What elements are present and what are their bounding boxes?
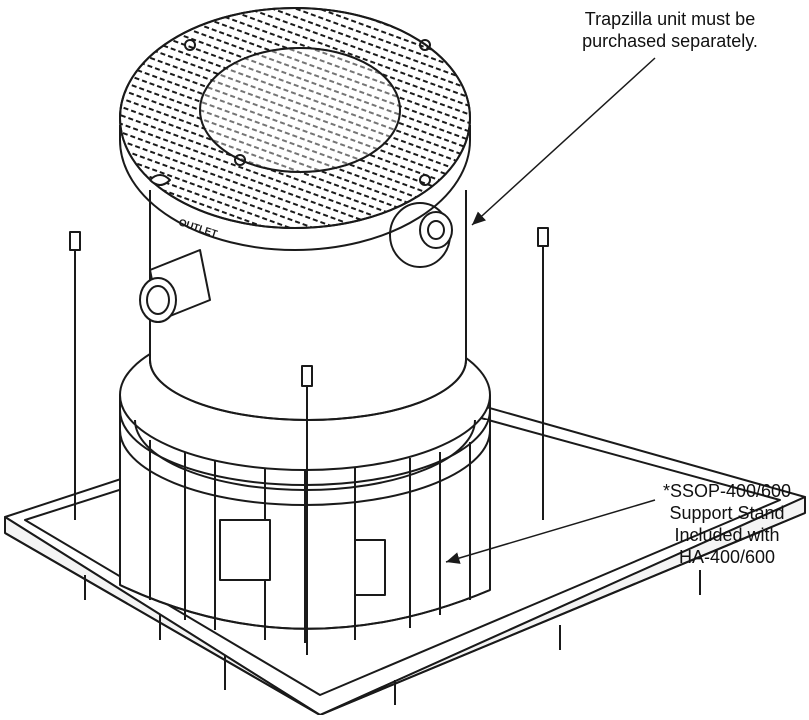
bottom-callout-line-2: Support Stand — [669, 503, 785, 523]
bottom-callout-line-1: *SSOP-400/600 — [662, 481, 792, 501]
top-callout: Trapzilla unit must be purchased separat… — [560, 8, 780, 52]
top-callout-line-2: purchased separately. — [582, 31, 758, 51]
bottom-callout-line-3: Included with — [674, 525, 780, 545]
threaded-rods — [69, 227, 549, 655]
grate-cover — [119, 7, 471, 251]
inlet-port — [389, 202, 453, 268]
bottom-callout-line-4: HA-400/600 — [678, 547, 776, 567]
top-callout-line-1: Trapzilla unit must be — [584, 9, 756, 29]
bottom-callout-leader — [445, 499, 656, 564]
bottom-callout: *SSOP-400/600 Support Stand Included wit… — [652, 480, 802, 568]
outlet-pipe — [139, 249, 211, 323]
top-callout-leader — [471, 57, 656, 226]
support-stand-body — [119, 420, 491, 643]
